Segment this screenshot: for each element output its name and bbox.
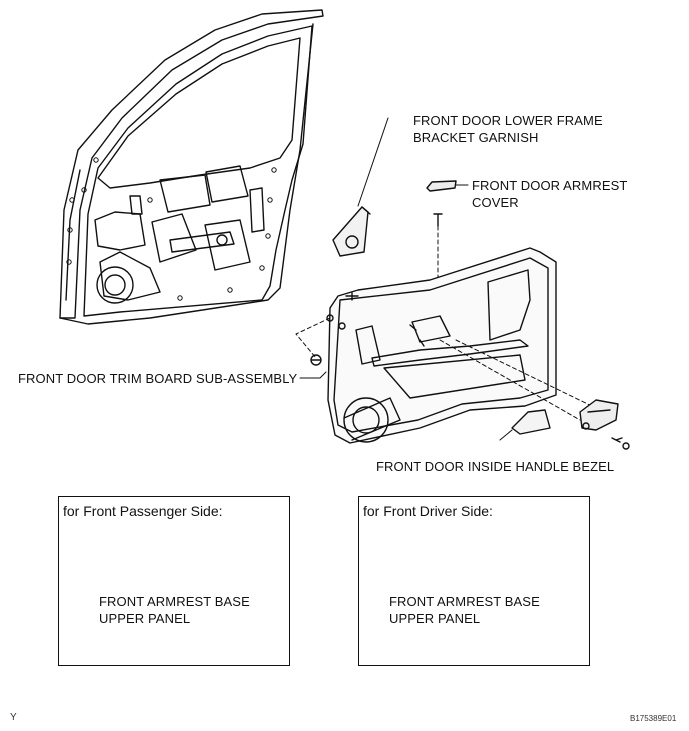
inset-passenger-box: for Front Passenger Side: FRONT ARMREST … <box>58 496 290 666</box>
label-line: UPPER PANEL <box>389 611 481 626</box>
label-line: FRONT ARMREST BASE <box>99 594 250 609</box>
label-line: BRACKET GARNISH <box>413 130 539 145</box>
label-inside-handle-bezel: FRONT DOOR INSIDE HANDLE BEZEL <box>376 459 615 474</box>
label-line: FRONT ARMREST BASE <box>389 594 540 609</box>
label-trim-board: FRONT DOOR TRIM BOARD SUB-ASSEMBLY <box>18 371 298 386</box>
inside-handle-drawing <box>579 399 630 450</box>
door-frame-drawing <box>59 9 324 325</box>
label-passenger-armrest: FRONT ARMREST BASE UPPER PANEL <box>99 593 250 627</box>
footer-mark: Y <box>10 712 17 723</box>
inset-driver-box: for Front Driver Side: FRONT ARMREST BAS… <box>358 496 590 666</box>
label-line: UPPER PANEL <box>99 611 191 626</box>
label-line: FRONT DOOR ARMREST <box>472 178 628 193</box>
label-line: FRONT DOOR LOWER FRAME <box>413 113 603 128</box>
trim-board-drawing <box>295 247 601 444</box>
figure-code: B175389E01 <box>630 714 677 723</box>
armrest-cover-drawing <box>426 180 469 192</box>
inset-driver-title: for Front Driver Side: <box>363 503 493 519</box>
label-driver-armrest: FRONT ARMREST BASE UPPER PANEL <box>389 593 540 627</box>
inside-handle-bezel-drawing <box>499 409 551 441</box>
label-armrest-cover: FRONT DOOR ARMREST COVER <box>472 177 627 211</box>
lower-frame-garnish-drawing <box>332 117 389 257</box>
label-lower-frame-garnish: FRONT DOOR LOWER FRAME BRACKET GARNISH <box>413 112 603 146</box>
label-line: COVER <box>472 195 519 210</box>
inset-passenger-title: for Front Passenger Side: <box>63 503 223 519</box>
